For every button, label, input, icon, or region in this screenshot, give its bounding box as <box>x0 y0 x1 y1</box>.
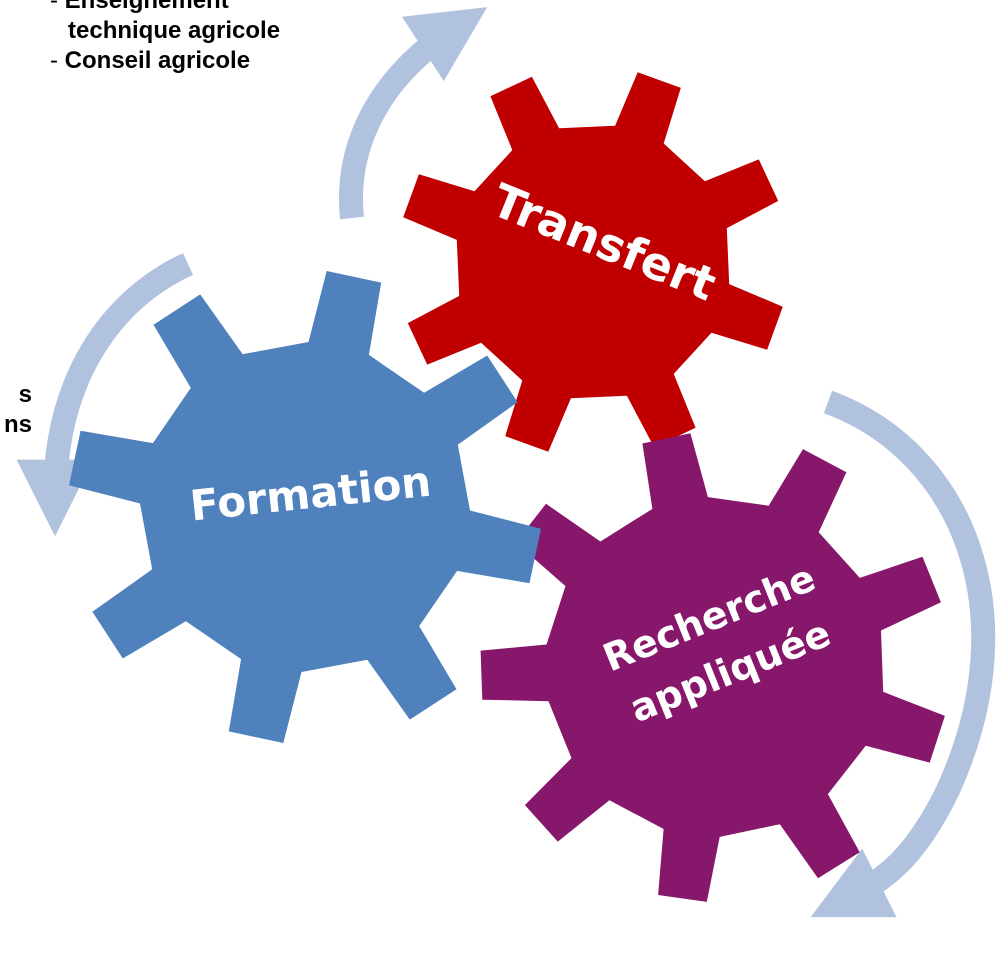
left-note-1: s <box>18 381 32 408</box>
gear-transfert <box>403 72 783 452</box>
gear-recherche-appliquee <box>480 433 945 902</box>
cycle-arrow-right <box>810 390 996 918</box>
cycle-arrow-top <box>339 7 488 220</box>
left-note-2: ns <box>3 411 32 438</box>
gear-formation <box>69 271 541 743</box>
cycle-arrow-left <box>16 253 194 537</box>
transfer-note-3: - Conseil agricole <box>50 47 251 74</box>
transfer-note-2: technique agricole <box>68 17 281 44</box>
left-notes: s ns <box>0 380 32 440</box>
transfer-notes: - Enseignement technique agricole - Cons… <box>50 0 280 76</box>
transfer-note-1: - Enseignement <box>50 0 229 14</box>
